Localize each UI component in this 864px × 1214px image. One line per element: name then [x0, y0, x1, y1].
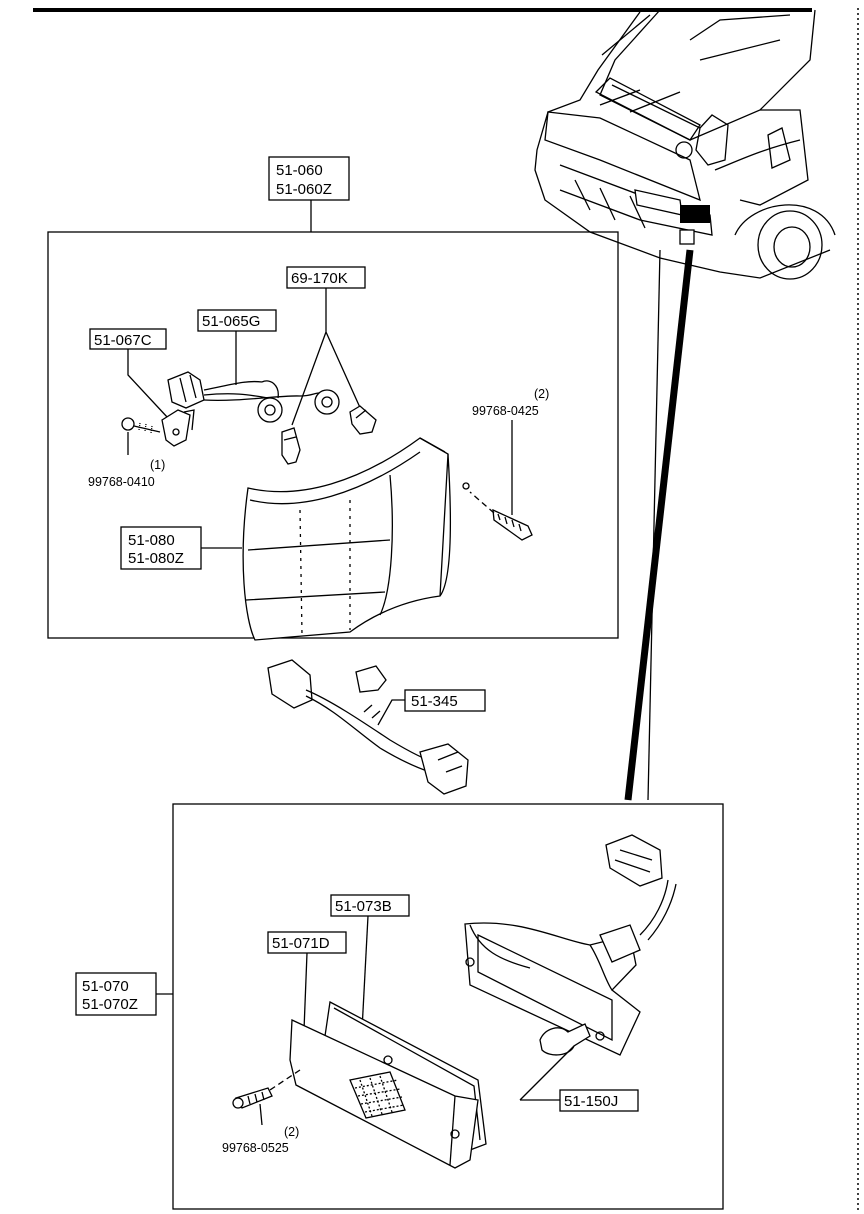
- screw-410: (1) 99768-0410: [88, 417, 165, 489]
- side-lamp-assy-callout: 51-070 51-070Z: [75, 972, 173, 1016]
- bulb-150-label: 51-150J: [564, 1093, 618, 1110]
- bracket-part: [161, 409, 195, 447]
- front-lamp-lens: [242, 437, 470, 641]
- lens-071-callout: 51-071D: [267, 931, 347, 1031]
- bulb-69-label: 69-170K: [291, 270, 348, 287]
- bulb-69-callout: 69-170K: [286, 266, 366, 426]
- lens-080-callout: 51-080 51-080Z: [120, 526, 242, 570]
- pointer-line-front: [647, 249, 661, 801]
- harness-345-label: 51-345: [411, 693, 458, 710]
- front-lamp-assy-label-1: 51-060: [276, 162, 323, 179]
- lens-071-label: 51-071D: [272, 935, 330, 952]
- lens-080-label-1: 51-080: [128, 532, 175, 549]
- bulb-pair: [281, 405, 377, 465]
- headlamp-dark: [680, 205, 710, 223]
- screw-525-qty: (2): [284, 1125, 299, 1139]
- front-lamp-assy-label-2: 51-060Z: [276, 181, 332, 198]
- lens-080-label-2: 51-080Z: [128, 550, 184, 567]
- gasket-label: 51-073B: [335, 898, 392, 915]
- front-lamp-assy-callout: 51-060 51-060Z: [268, 156, 350, 201]
- bulb-150: 51-150J: [519, 1023, 639, 1112]
- pointer-line-side: [624, 249, 694, 801]
- bracket-callout: 51-067C: [89, 328, 169, 419]
- screw-410-qty: (1): [150, 458, 165, 472]
- vehicle-illustration: [534, 9, 836, 280]
- screw-425: (2) 99768-0425: [469, 387, 549, 541]
- screw-410-part: 99768-0410: [88, 475, 155, 489]
- socket-wire-callout: 51-065G: [197, 309, 277, 385]
- socket-wire-label: 51-065G: [202, 313, 260, 330]
- gasket-callout: 51-073B: [330, 894, 410, 1031]
- side-lamp-assy-label-1: 51-070: [82, 978, 129, 995]
- harness-345: 51-345: [267, 659, 486, 795]
- bracket-label: 51-067C: [94, 332, 152, 349]
- screw-525: (2) 99768-0525: [222, 1069, 301, 1155]
- side-lamp-lens: [289, 1000, 487, 1169]
- screw-425-part: 99768-0425: [472, 404, 539, 418]
- side-lamp-housing: [464, 834, 677, 1056]
- front-lamp-frame: [47, 231, 619, 639]
- side-lamp-assy-label-2: 51-070Z: [82, 996, 138, 1013]
- screw-525-part: 99768-0525: [222, 1141, 289, 1155]
- socket-wire-assy: [167, 371, 340, 423]
- screw-425-qty: (2): [534, 387, 549, 401]
- side-lamp-frame: [172, 803, 724, 1210]
